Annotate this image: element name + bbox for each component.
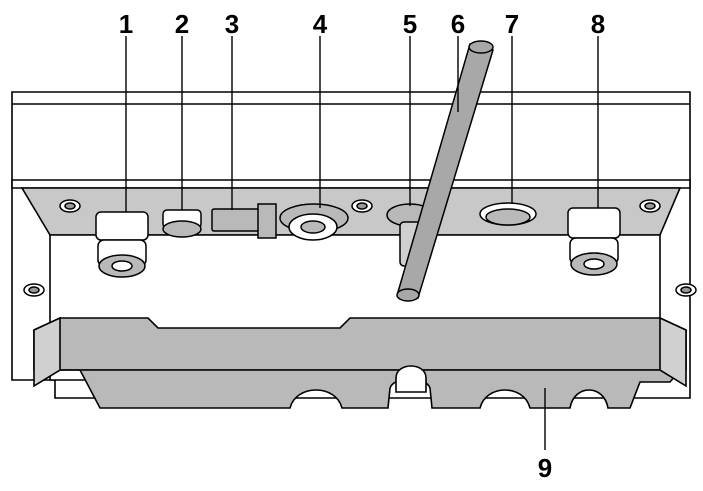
- callout-1: 1: [119, 9, 133, 39]
- cable-gland-8: [567, 207, 621, 276]
- round-connector-4: [257, 203, 349, 241]
- screw-icon: [23, 283, 45, 297]
- screw-icon: [351, 199, 373, 213]
- callout-9: 9: [538, 453, 552, 483]
- tray-center-notch: [395, 365, 427, 393]
- screw-icon: [675, 283, 697, 297]
- callout-6: 6: [451, 9, 465, 39]
- callout-3: 3: [225, 9, 239, 39]
- callout-8: 8: [591, 9, 605, 39]
- screw-icon: [59, 199, 81, 213]
- callout-4: 4: [313, 9, 328, 39]
- blind-plug-7: [479, 202, 537, 226]
- leader-lines: [125, 36, 599, 450]
- tray-left-end: [33, 316, 61, 388]
- connector-3: [211, 208, 261, 232]
- screw-icon: [639, 199, 661, 213]
- tray-back-rim: [33, 317, 687, 371]
- tray-front-face: [60, 369, 682, 409]
- cable-gland-1: [95, 211, 149, 278]
- callout-2: 2: [175, 9, 189, 39]
- callout-7: 7: [505, 9, 519, 39]
- screws: [23, 199, 697, 297]
- tray-right-end: [659, 316, 687, 388]
- cable-tray-9: [33, 316, 687, 409]
- housing-front-face: [11, 179, 691, 189]
- plug-2: [162, 209, 202, 238]
- callouts: 1 2 3 4 5 6 7 8 9: [119, 9, 605, 483]
- callout-5: 5: [403, 9, 417, 39]
- antenna-6: [396, 40, 494, 302]
